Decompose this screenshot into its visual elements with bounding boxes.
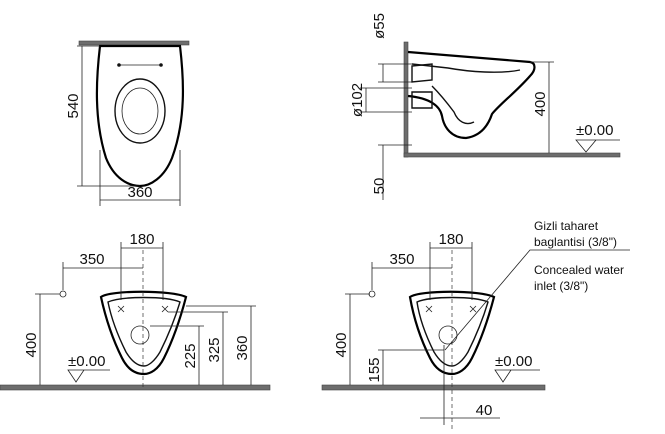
dim-325-label: 325 [206, 337, 223, 362]
dim-400-left-label: 400 [23, 332, 40, 357]
dim-102-label: ø102 [349, 83, 366, 117]
top-view-fixing-hole-right [159, 63, 163, 67]
note-en-line2: inlet (3/8") [534, 279, 588, 293]
front-right-level-label: ±0.00 [495, 353, 532, 370]
top-view-bowl-outline [95, 44, 185, 188]
front-left-floor [0, 384, 271, 391]
note-en-line1: Concealed water [534, 263, 624, 277]
front-right-fix-x-left [425, 305, 433, 313]
side-view-trap [411, 63, 521, 125]
top-view-fixing-hole-left [117, 63, 121, 67]
dim-50-label: 50 [371, 178, 388, 195]
dim-400-right-label: 400 [333, 332, 350, 357]
front-left-inlet-symbol [59, 290, 67, 298]
dim-350-right-label: 350 [389, 251, 414, 268]
dim-350-left-label: 350 [79, 251, 104, 268]
side-view-bowl-profile [407, 50, 536, 140]
front-right-bowl-outline [408, 290, 496, 376]
front-right-bowl-inner [416, 296, 489, 367]
side-view-inlet [411, 63, 433, 83]
dim-40-label: 40 [476, 402, 493, 419]
note-leader-line [444, 249, 630, 351]
side-view-level-label: ±0.00 [576, 122, 613, 139]
side-view-level-marker [575, 139, 620, 153]
dim-540-label: 540 [65, 93, 82, 118]
top-view-inner-rim [121, 87, 159, 135]
front-right-floor [321, 384, 546, 391]
dim-55-label: ø55 [371, 13, 388, 39]
side-view: ø55 ø102 400 50 ±0.00 [349, 13, 621, 200]
front-left-bowl-outline [99, 290, 188, 376]
front-right-level-marker [494, 369, 540, 383]
dim-400-side-label: 400 [532, 91, 549, 116]
note-tr-line2: baglantisi (3/8") [534, 235, 617, 249]
front-right-outlet-circle [438, 325, 458, 345]
front-left-bowl-inner [107, 296, 181, 367]
front-left-level-marker [67, 369, 110, 383]
side-view-wall [403, 41, 409, 158]
front-left-level-label: ±0.00 [68, 353, 105, 370]
dim-360-front-label: 360 [234, 335, 251, 360]
dim-180-left-label: 180 [129, 231, 154, 248]
front-left-outlet-circle [130, 325, 150, 345]
note-tr-line1: Gizli taharet [534, 219, 599, 233]
top-view-bowl-opening [114, 78, 166, 144]
top-view: 540 360 [65, 40, 190, 206]
dim-180-right-label: 180 [438, 231, 463, 248]
front-right-fix-x-right [469, 305, 477, 313]
front-view-right: 350 180 400 155 40 ±0.00 Gizli taharet b… [321, 219, 630, 430]
front-left-fix-x-left [117, 305, 125, 313]
side-view-floor [403, 152, 621, 158]
top-view-wall [78, 40, 190, 46]
dim-360-label: 360 [127, 184, 152, 201]
dim-155-label: 155 [366, 357, 383, 382]
dim-225-label: 225 [182, 343, 199, 368]
front-view-left: 350 180 400 225 325 360 ±0.00 [0, 231, 271, 391]
side-view-outlet [411, 91, 433, 109]
front-left-fix-x-right [161, 305, 169, 313]
